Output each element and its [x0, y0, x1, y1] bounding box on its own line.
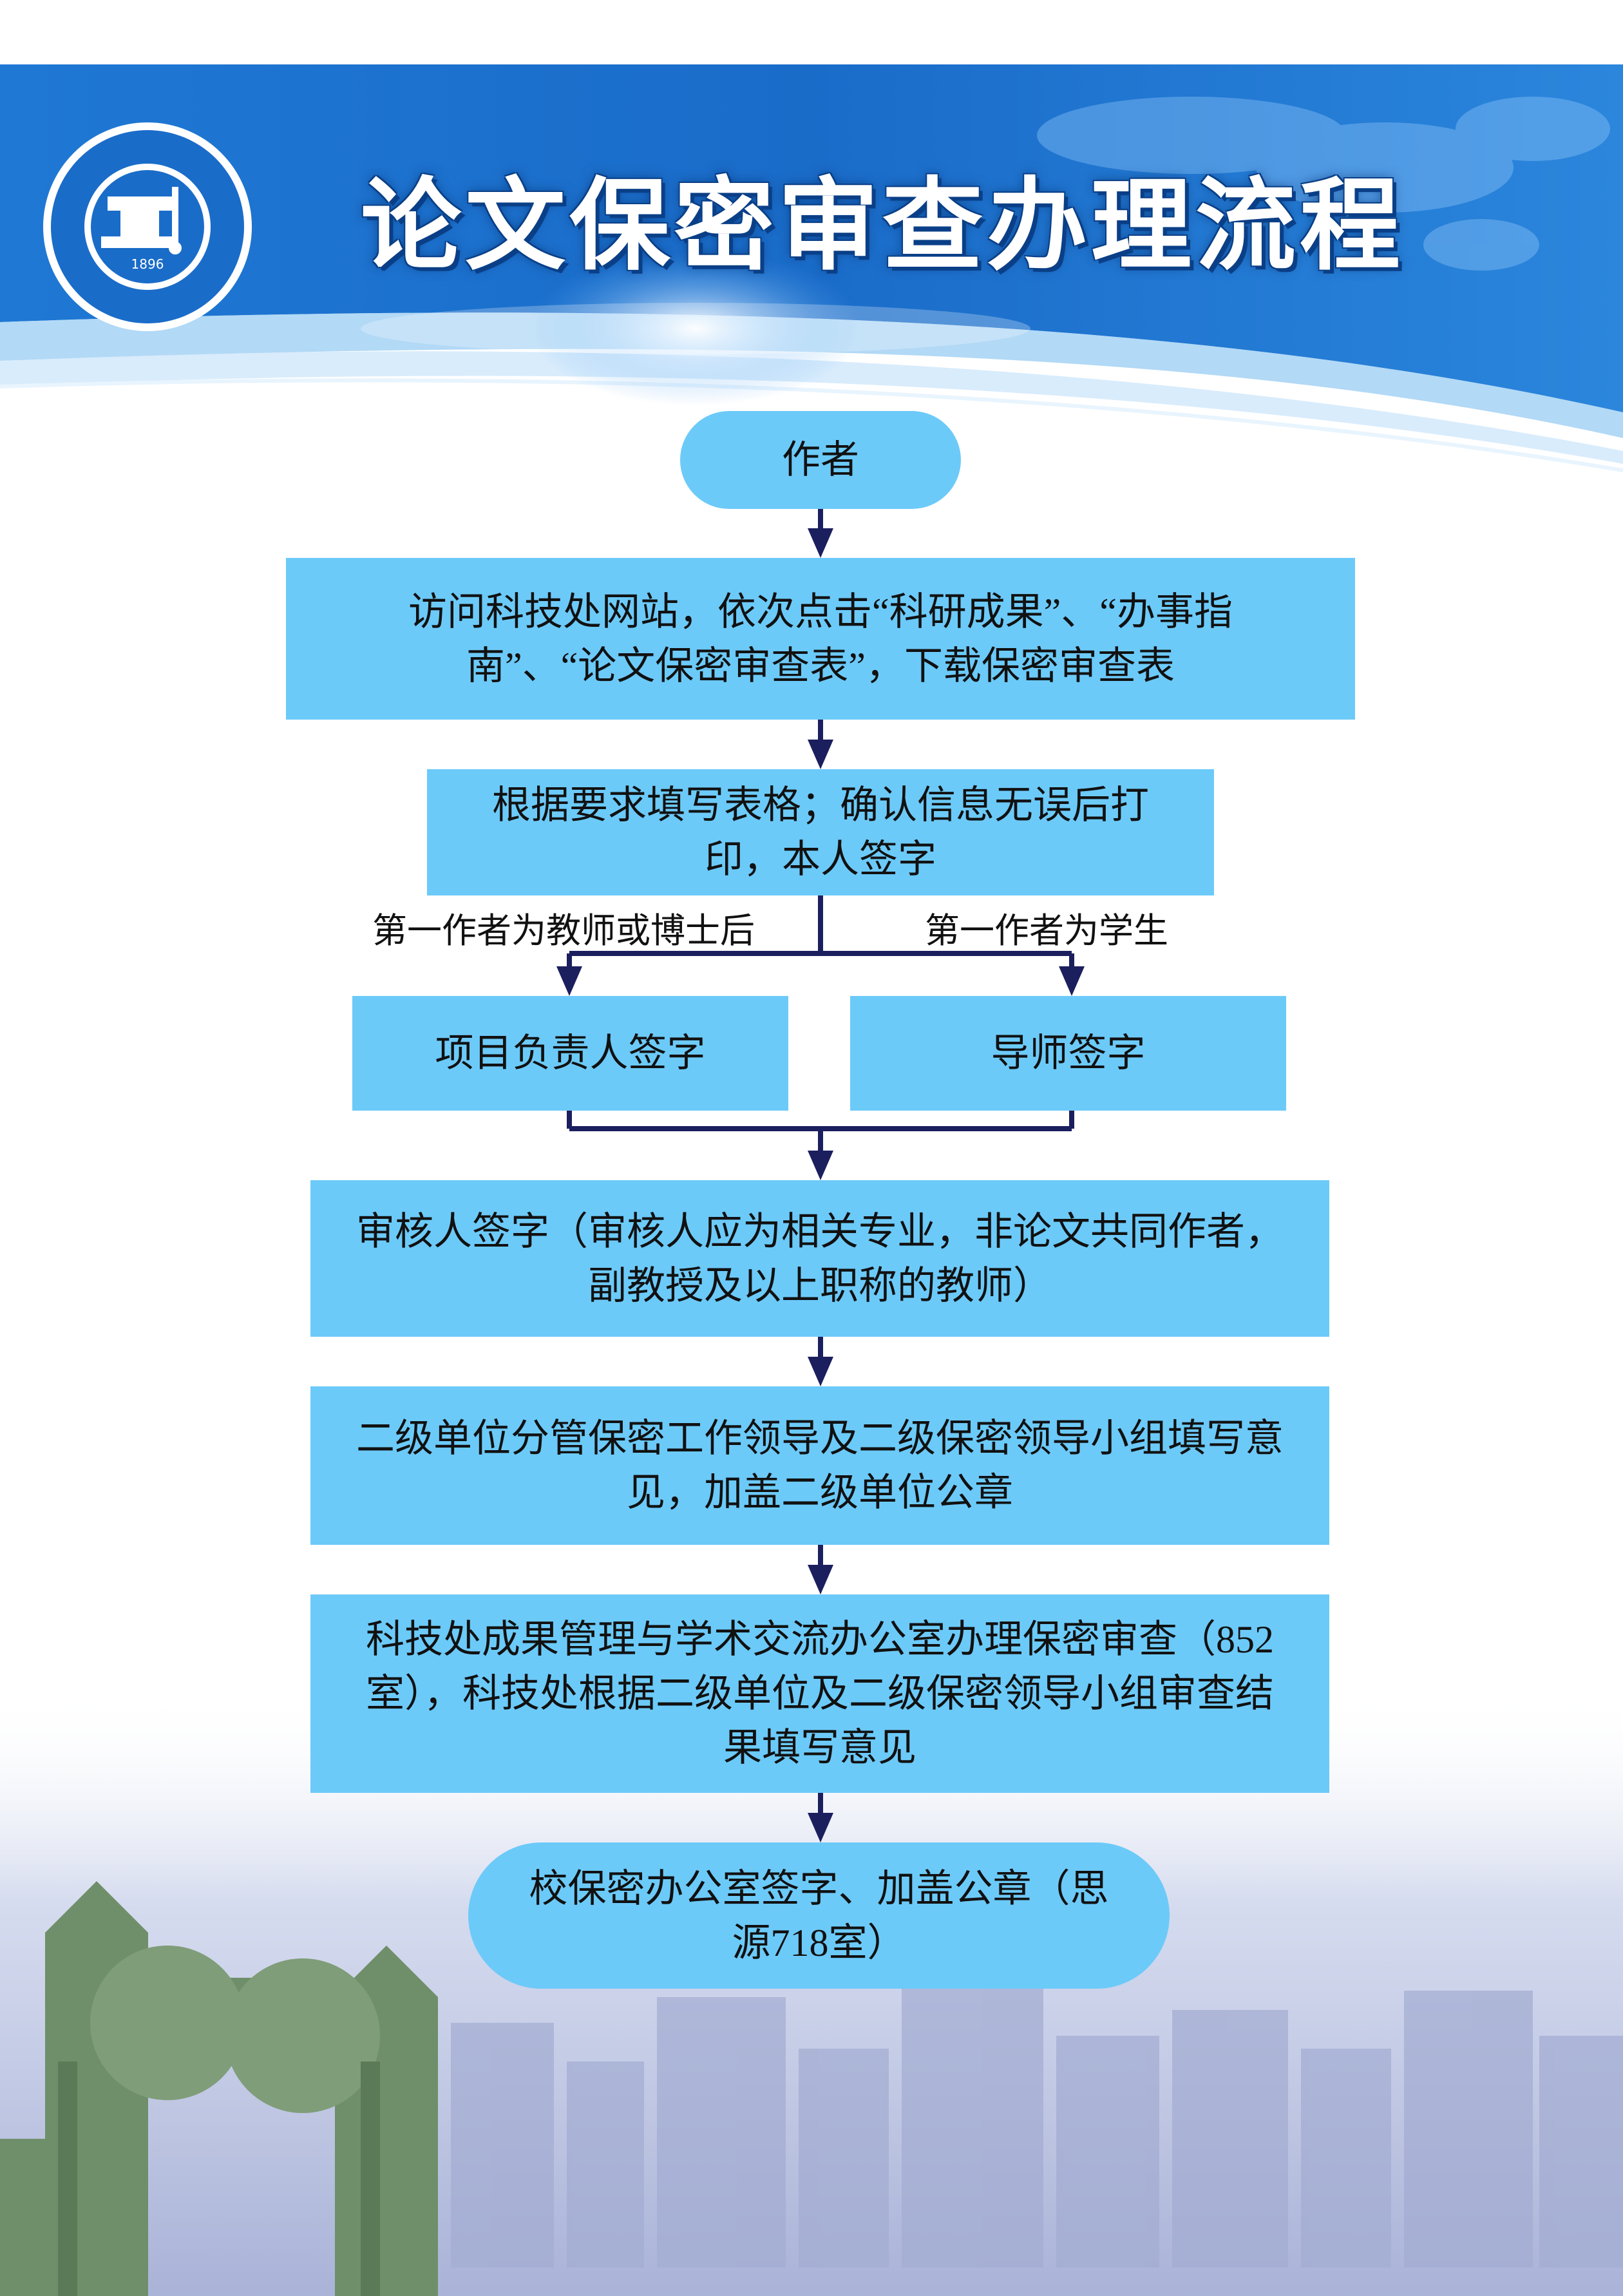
flow-node-step2: 根据要求填写表格；确认信息无误后打印，本人签字 [427, 769, 1214, 895]
header-band [0, 0, 1623, 490]
branch-right-label: 第一作者为学生 [925, 912, 1168, 950]
arrowhead-merge-step3 [808, 1151, 833, 1180]
page-title: 论文保密审查办理流程 [361, 167, 1404, 284]
flow-node-branch-left: 项目负责人签字 [352, 996, 788, 1111]
flow-node-step3: 审核人签字（审核人应为相关专业，非论文共同作者，副教授及以上职称的教师） [310, 1180, 1329, 1337]
flow-node-branch-right: 导师签字 [850, 996, 1286, 1111]
university-logo: 1896 [40, 119, 256, 335]
arrowhead-step3-step4 [808, 1357, 833, 1386]
arrowhead-start-step1 [808, 528, 833, 558]
arrowhead-step4-step5 [808, 1565, 833, 1594]
arrowhead-right-branch [1059, 966, 1085, 996]
flow-node-step5: 科技处成果管理与学术交流办公室办理保密审查（852室），科技处根据二级单位及二级… [310, 1594, 1329, 1793]
header-background [0, 64, 1623, 472]
flow-node-step4: 二级单位分管保密工作领导及二级保密领导小组填写意见，加盖二级单位公章 [310, 1386, 1329, 1545]
arrowhead-step1-step2 [808, 740, 833, 769]
branch-left-label: 第一作者为教师或博士后 [372, 912, 755, 950]
svg-text:1896: 1896 [131, 256, 164, 272]
arrowhead-left-branch [556, 966, 582, 996]
flow-node-start: 作者 [680, 411, 961, 509]
flow-node-end: 校保密办公室签字、加盖公章（思源718室） [468, 1842, 1170, 1989]
flow-node-step1: 访问科技处网站，依次点击“科研成果”、“办事指南”、“论文保密审查表”，下载保密… [286, 558, 1355, 720]
logo-seal-icon: 1896 [43, 122, 252, 331]
